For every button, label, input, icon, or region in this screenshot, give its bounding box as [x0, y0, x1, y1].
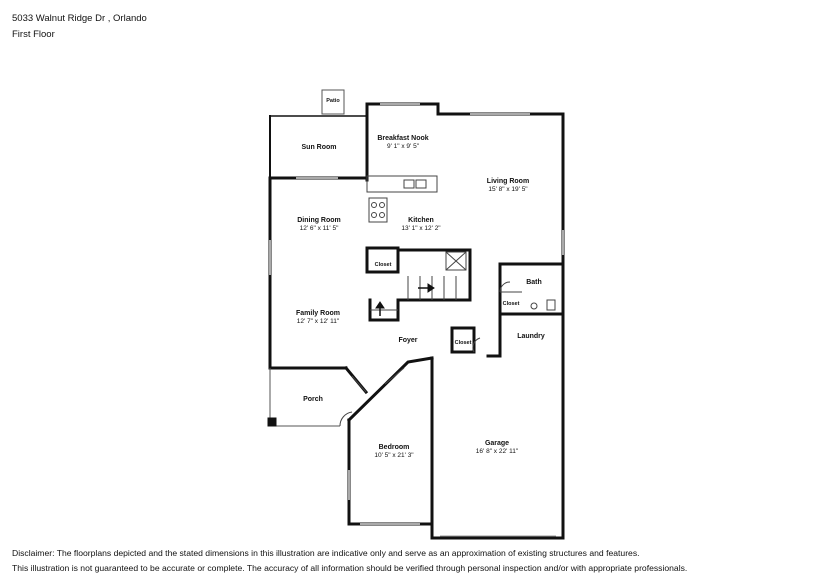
room-label-living-room: Living Room: [487, 178, 529, 185]
room-label-patio: Patio: [326, 98, 340, 104]
room-dims-dining-room: 12' 6" x 11' 5": [300, 225, 339, 232]
room-label-family-room: Family Room: [296, 310, 340, 317]
room-dims-bedroom: 10' 5" x 21' 3": [374, 452, 414, 459]
patio: [321, 89, 345, 115]
room-label-bath: Bath: [526, 279, 542, 286]
room-dims-garage: 16' 8" x 22' 11": [476, 448, 519, 455]
room-label-breakfast-nook: Breakfast Nook: [377, 135, 428, 142]
interior-details: [269, 103, 564, 537]
room-label-porch: Porch: [303, 396, 323, 403]
room-label-closet-bath: Closet: [503, 301, 520, 307]
room-label-closet-stair: Closet: [375, 262, 392, 268]
room-dims-breakfast-nook: 9' 1" x 9' 5": [387, 143, 420, 150]
room-label-kitchen: Kitchen: [408, 217, 434, 224]
floor-label: First Floor: [12, 29, 55, 40]
room-dims-family-room: 12' 7" x 12' 11": [297, 318, 340, 325]
room-label-garage: Garage: [485, 440, 509, 447]
room-label-dining-room: Dining Room: [297, 217, 341, 224]
room-label-foyer: Foyer: [398, 337, 417, 344]
room-dims-living-room: 15' 8" x 19' 5": [488, 186, 528, 193]
room-dims-kitchen: 13' 1" x 12' 2": [401, 225, 441, 232]
disclaimer-line-2: This illustration is not guaranteed to b…: [12, 563, 688, 573]
room-label-bedroom: Bedroom: [379, 444, 410, 451]
room-label-sun-room: Sun Room: [302, 144, 337, 151]
porch-outline: [267, 368, 340, 427]
stair-arrows: [375, 283, 435, 316]
property-address: 5033 Walnut Ridge Dr , Orlando: [12, 13, 147, 24]
disclaimer-line-1: Disclaimer: The floorplans depicted and …: [12, 548, 640, 558]
room-label-laundry: Laundry: [517, 333, 545, 340]
room-label-closet-foyer: Closet: [455, 340, 472, 346]
